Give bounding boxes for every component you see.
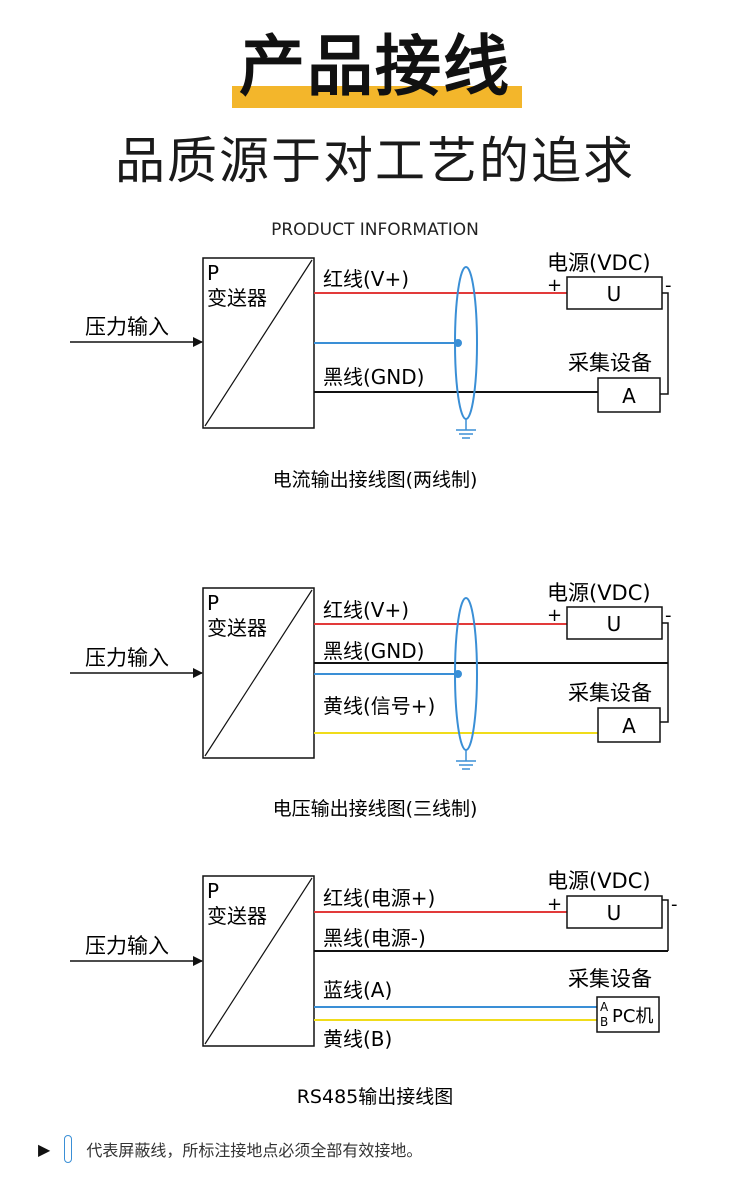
minus-sign: - <box>671 894 678 915</box>
acq-box <box>597 707 661 743</box>
shield-junction <box>454 670 462 678</box>
shield-line-icon <box>64 1135 73 1163</box>
pc-box <box>596 996 660 1033</box>
ground-icon <box>456 429 476 439</box>
power-box <box>566 276 663 310</box>
diagram-rs485: 压力输入 P 变送器 红线(电源+) 黑线(电源-) 蓝线(A) 黄线(B) 电… <box>70 869 678 1108</box>
power-box-label: U <box>607 901 622 925</box>
input-label: 压力输入 <box>85 315 169 339</box>
transmitter-p: P <box>207 879 219 903</box>
plus-sign: + <box>547 275 562 296</box>
wire-blue-label: 蓝线(A) <box>323 978 392 1002</box>
wire-black-label: 黑线(电源-) <box>323 926 426 950</box>
triangle-bullet-icon: ▶ <box>38 1139 51 1159</box>
diagram3-caption: RS485输出接线图 <box>297 1086 454 1108</box>
diagram-voltage-three-wire: 压力输入 P 变送器 红线(V+) 黑线(GND) 黄线(信号+) 电源(VDC… <box>70 581 672 820</box>
return-wire <box>662 899 669 951</box>
plus-sign: + <box>547 605 562 626</box>
diagram2-caption: 电压输出接线图(三线制) <box>273 798 478 820</box>
power-box <box>566 895 663 929</box>
return-wire <box>660 292 669 395</box>
power-box-label: U <box>607 282 622 306</box>
diagram-current-two-wire: 压力输入 P 变送器 红线(V+) 黑线(GND) 电源(VDC) U + - … <box>70 251 672 491</box>
input-label: 压力输入 <box>85 646 169 670</box>
power-box <box>566 606 663 640</box>
input-label: 压力输入 <box>85 934 169 958</box>
acq-label: 采集设备 <box>568 681 652 705</box>
plus-sign: + <box>547 894 562 915</box>
note-text: 代表屏蔽线，所标注接地点必须全部有效接地。 <box>86 1141 423 1160</box>
minus-sign: - <box>665 605 672 626</box>
ground-icon <box>456 760 476 770</box>
transmitter-diagonal <box>204 589 313 757</box>
shield-junction <box>454 339 462 347</box>
acq-box-label: A <box>622 714 636 738</box>
power-label: 电源(VDC) <box>547 581 651 605</box>
title-block: 产品接线 <box>0 22 750 112</box>
transmitter-name: 变送器 <box>207 616 267 640</box>
transmitter-p: P <box>207 261 219 285</box>
power-label: 电源(VDC) <box>547 869 651 893</box>
acq-label: 采集设备 <box>568 967 652 991</box>
title-highlight-bar <box>232 86 522 108</box>
acq-box <box>597 377 661 413</box>
wire-black-label: 黑线(GND) <box>323 365 424 389</box>
power-label: 电源(VDC) <box>547 251 651 275</box>
wire-yellow-label: 黄线(信号+) <box>323 694 435 718</box>
power-box-label: U <box>607 612 622 636</box>
pc-port-a: A <box>600 1000 609 1014</box>
transmitter-diagonal <box>204 259 313 427</box>
wire-red-label: 红线(电源+) <box>323 886 435 910</box>
transmitter-name: 变送器 <box>207 286 267 310</box>
page-subtitle: 品质源于对工艺的追求 <box>115 132 635 190</box>
pc-label: PC机 <box>612 1006 653 1027</box>
pc-port-b: B <box>600 1015 608 1029</box>
acq-box-label: A <box>622 384 636 408</box>
shield-note: ▶ 代表屏蔽线，所标注接地点必须全部有效接地。 <box>38 1132 422 1166</box>
wire-red-label: 红线(V+) <box>323 598 409 622</box>
wire-black-label: 黑线(GND) <box>323 639 424 663</box>
english-caption: PRODUCT INFORMATION <box>271 220 479 240</box>
wire-red-label: 红线(V+) <box>323 267 409 291</box>
transmitter-diagonal <box>204 877 313 1045</box>
minus-sign: - <box>665 275 672 296</box>
wire-yellow-label: 黄线(B) <box>323 1027 392 1051</box>
transmitter-p: P <box>207 591 219 615</box>
transmitter-name: 变送器 <box>207 904 267 928</box>
return-wire <box>660 622 669 723</box>
diagram1-caption: 电流输出接线图(两线制) <box>273 469 478 491</box>
page-title: 产品接线 <box>239 28 511 105</box>
acq-label: 采集设备 <box>568 351 652 375</box>
